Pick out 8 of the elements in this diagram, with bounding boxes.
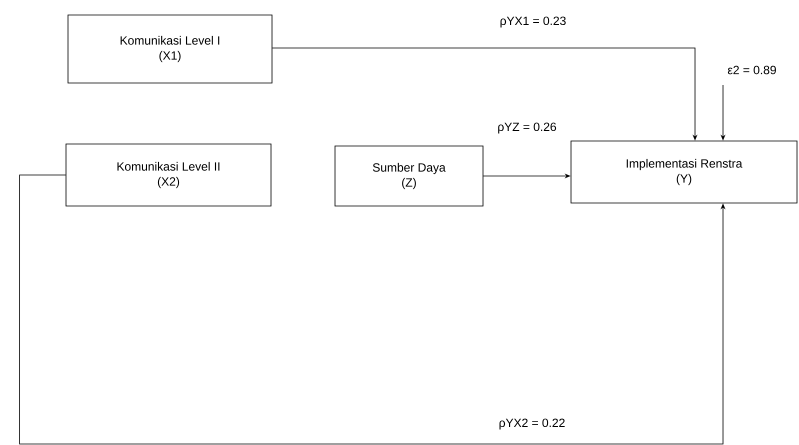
edge-label: ρYX2 = 0.22 [498, 418, 566, 430]
edge-label: ρYX1 = 0.23 [498, 16, 568, 28]
variable-box: Sumber Daya (Z) [334, 146, 484, 206]
edge-label: ρYZ = 0.26 [496, 122, 558, 134]
variable-box: Implementasi Renstra (Y) [570, 140, 798, 204]
variable-box: Komunikasi Level I (X1) [68, 14, 272, 84]
variable-box: Komunikasi Level II (X2) [66, 144, 272, 206]
edge-label: ε2 = 0.89 [726, 64, 778, 76]
